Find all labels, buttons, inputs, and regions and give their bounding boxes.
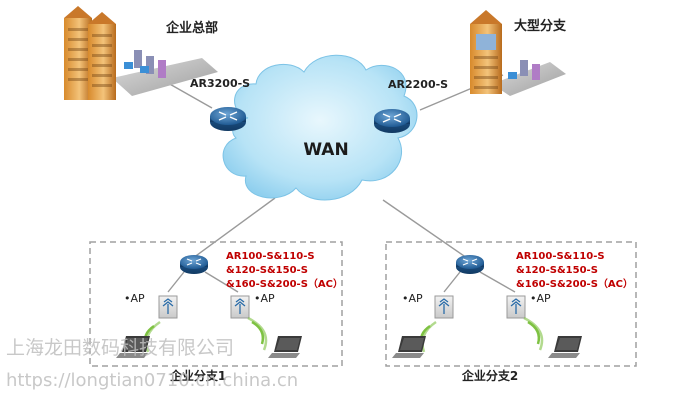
ap-label: •AP: [402, 292, 423, 305]
links: [144, 69, 516, 293]
branch1-model-line3: &160-S&200-S（AC）: [226, 277, 343, 290]
router-icon: [456, 255, 484, 274]
wan-cloud: [222, 54, 418, 201]
wan-label: WAN: [303, 140, 348, 160]
hq-router-label: AR3200-S: [190, 77, 250, 90]
ap-label: •AP: [124, 292, 145, 305]
router-icon: [374, 109, 410, 133]
access-point-icon: [506, 295, 526, 319]
link-b1-ap2: [204, 271, 239, 293]
link-b1-ap1: [167, 271, 185, 293]
ap-label: •AP: [530, 292, 551, 305]
access-point-icon: [158, 295, 178, 319]
laptop-icon: [548, 336, 582, 358]
wifi-signal-icon: [523, 316, 544, 351]
branch2-label: 企业分支2: [461, 368, 518, 383]
ap-label: •AP: [254, 292, 275, 305]
link-branch2: [382, 199, 468, 259]
branch2-model-line2: &120-S&150-S: [516, 265, 598, 276]
branch2-model-line3: &160-S&200-S（AC）: [516, 277, 633, 290]
router-icon: [180, 255, 208, 274]
wifi-signal-icon: [247, 316, 268, 351]
laptop-icon: [116, 336, 150, 358]
branch1-label: 企业分支1: [169, 368, 226, 383]
link-branch1: [192, 197, 276, 259]
access-point-icon: [434, 295, 454, 319]
branch1-model-line2: &120-S&150-S: [226, 265, 308, 276]
branch2-model-line1: AR100-S&110-S: [516, 251, 605, 262]
hq-label: 企业总部: [165, 20, 218, 36]
branch2-box: [385, 241, 637, 367]
large-branch-label: 大型分支: [514, 18, 567, 34]
link-b2-ap1: [443, 271, 461, 293]
branch1-box: [89, 241, 343, 367]
link-b2-ap2: [479, 271, 516, 293]
laptop-icon: [268, 336, 302, 358]
branch1-model-line1: AR100-S&110-S: [226, 251, 315, 262]
hq-building-icon: [64, 6, 218, 100]
large-branch-building-icon: [470, 10, 566, 96]
large-router-label: AR2200-S: [388, 78, 448, 91]
laptop-icon: [392, 336, 426, 358]
router-icon: [210, 107, 246, 131]
watermark-company: 上海龙田数码科技有限公司: [6, 337, 234, 359]
watermark-url: https://longtian0710.cn.china.cn: [6, 370, 298, 391]
access-point-icon: [230, 295, 250, 319]
